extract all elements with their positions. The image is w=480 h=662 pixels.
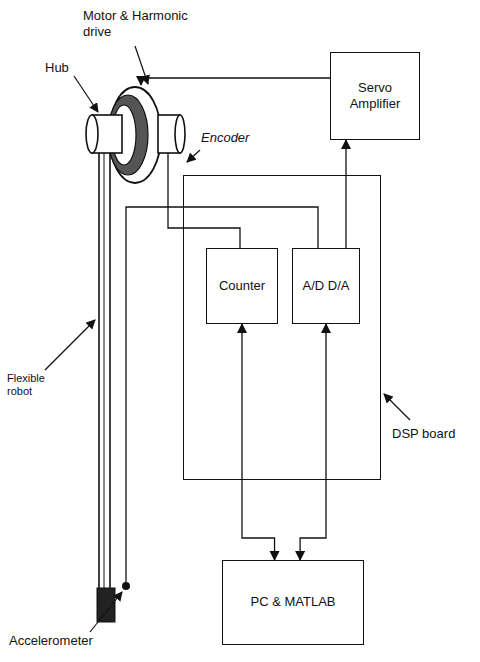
- hub-leader: [74, 76, 98, 112]
- part-label: Flexible robot: [6, 372, 68, 398]
- part-label: Motor & Harmonic drive: [82, 8, 204, 39]
- encoder-wire: [168, 153, 240, 258]
- dsp-leader: [384, 394, 410, 420]
- signal-connector: [242, 324, 275, 560]
- flexible-arm: [99, 150, 110, 590]
- dsp-board: DSP boardCounterA/D D/A: [183, 175, 381, 480]
- signal-connector: [345, 140, 346, 248]
- part-label: Encoder: [200, 130, 250, 146]
- signal-connector: [300, 324, 326, 560]
- box-text: PC & MATLAB: [247, 591, 338, 613]
- servo-to-motor-wire: [141, 78, 330, 85]
- box-text: Counter: [216, 275, 268, 297]
- box-text: Servo Amplifier: [331, 77, 419, 116]
- counter-box: Counter: [206, 248, 278, 324]
- arm-leader: [45, 320, 95, 370]
- box-text: DSP board: [392, 426, 455, 441]
- converter-box: A/D D/A: [292, 248, 360, 324]
- arm-edge: [104, 150, 105, 590]
- motor-leader: [135, 46, 148, 84]
- accelerometer-wire: [126, 207, 318, 582]
- encoder-face: [175, 115, 185, 153]
- part-label: Accelerometer: [8, 633, 94, 649]
- amplifier-box: Servo Amplifier: [330, 52, 420, 140]
- part-label: Hub: [44, 60, 70, 76]
- accelerometer-leader: [90, 592, 122, 632]
- pc-box: PC & MATLAB: [222, 560, 364, 645]
- accelerometer: [122, 582, 130, 590]
- box-text: A/D D/A: [300, 275, 353, 297]
- encoder-leader: [187, 150, 200, 162]
- hub-face: [86, 115, 98, 153]
